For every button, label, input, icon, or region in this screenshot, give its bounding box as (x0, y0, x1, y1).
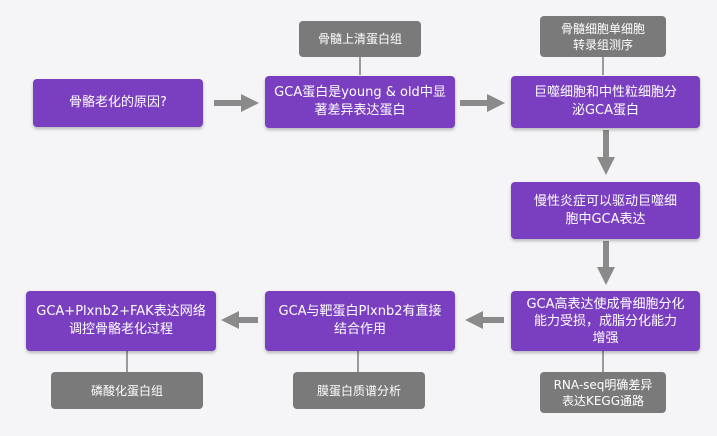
node-phospho: 磷酸化蛋白组 (51, 372, 203, 409)
node-network: GCA+Plxnb2+FAK表达网络 调控骨骼老化过程 (26, 291, 216, 351)
node-rnaseq: RNA-seq明确差异 表达KEGG通路 (540, 372, 666, 413)
node-membrane: 膜蛋白质谱分析 (293, 372, 425, 409)
node-plxnb2: GCA与靶蛋白Plxnb2有直接 结合作用 (265, 291, 455, 351)
node-gca-diff: GCA蛋白是young & old中显 著差异表达蛋白 (265, 76, 455, 128)
node-high-expr: GCA高表达使成骨细胞分化 能力受损，成脂分化能力 增强 (511, 291, 700, 351)
node-scrnaseq: 骨髓细胞单细胞 转录组测序 (540, 16, 666, 57)
node-cause: 骨骼老化的原因? (33, 79, 203, 127)
node-inflammation: 慢性炎症可以驱动巨噬细 胞中GCA表达 (511, 182, 700, 239)
node-macrophage: 巨噬细胞和中性粒细胞分 泌GCA蛋白 (511, 76, 700, 128)
node-serum-proteome: 骨髓上清蛋白组 (299, 21, 421, 57)
